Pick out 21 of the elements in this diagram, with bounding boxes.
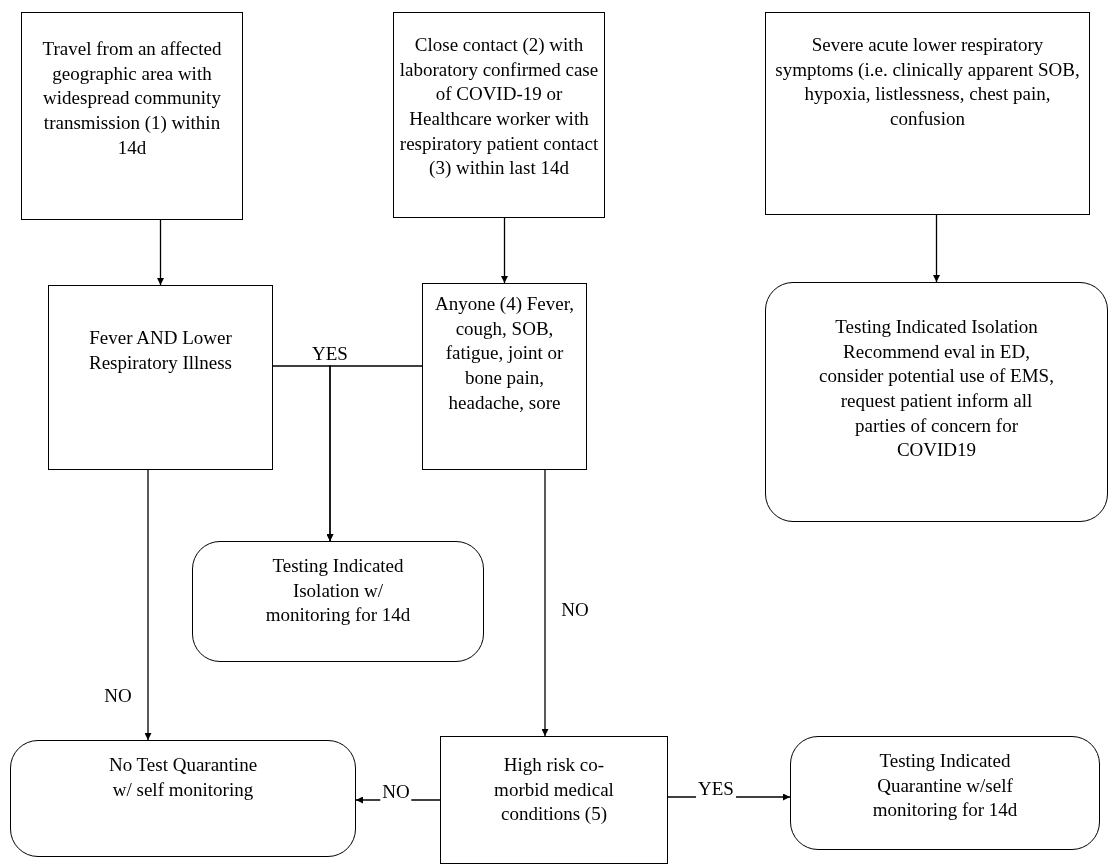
edge-label: YES [310, 344, 350, 363]
terminal-box: Testing Indicated Quarantine w/self monitoring for 14d [790, 736, 1100, 850]
arrow [501, 217, 508, 284]
process-box: High risk co-morbid medical conditions (5) [440, 736, 668, 864]
edge-label: YES [696, 779, 736, 798]
process-box: Close contact (2) with laboratory confirmed case of COVID-19 or Healthcare worker with respiratory patient contact (3) within last 14d [393, 12, 605, 218]
arrow [157, 219, 164, 286]
process-box: Fever AND Lower Respiratory Illness [48, 285, 273, 470]
process-box: Travel from an affected geographic area with widespread community transmission (1) within 14d [21, 12, 243, 220]
arrow [933, 214, 940, 283]
arrow [326, 365, 423, 542]
terminal-box: No Test Quarantine w/ self monitoring [10, 740, 356, 857]
arrow [144, 469, 152, 741]
process-box: Anyone (4) Fever, cough, SOB, fatigue, joint or bone pain, headache, sore [422, 283, 587, 470]
edge-label: NO [102, 686, 134, 705]
terminal-box: Testing Indicated Isolation Recommend eval in ED, consider potential use of EMS, request patient inform all parties of concern for COVID19 [765, 282, 1108, 522]
terminal-box: Testing Indicated Isolation w/ monitoring for 14d [192, 541, 484, 662]
edge-label: NO [559, 600, 591, 619]
edge-label: NO [380, 782, 412, 801]
arrow [541, 469, 549, 737]
process-box: Severe acute lower respiratory symptoms (i.e. clinically apparent SOB, hypoxia, listlessness, chest pain, confusion [765, 12, 1090, 215]
